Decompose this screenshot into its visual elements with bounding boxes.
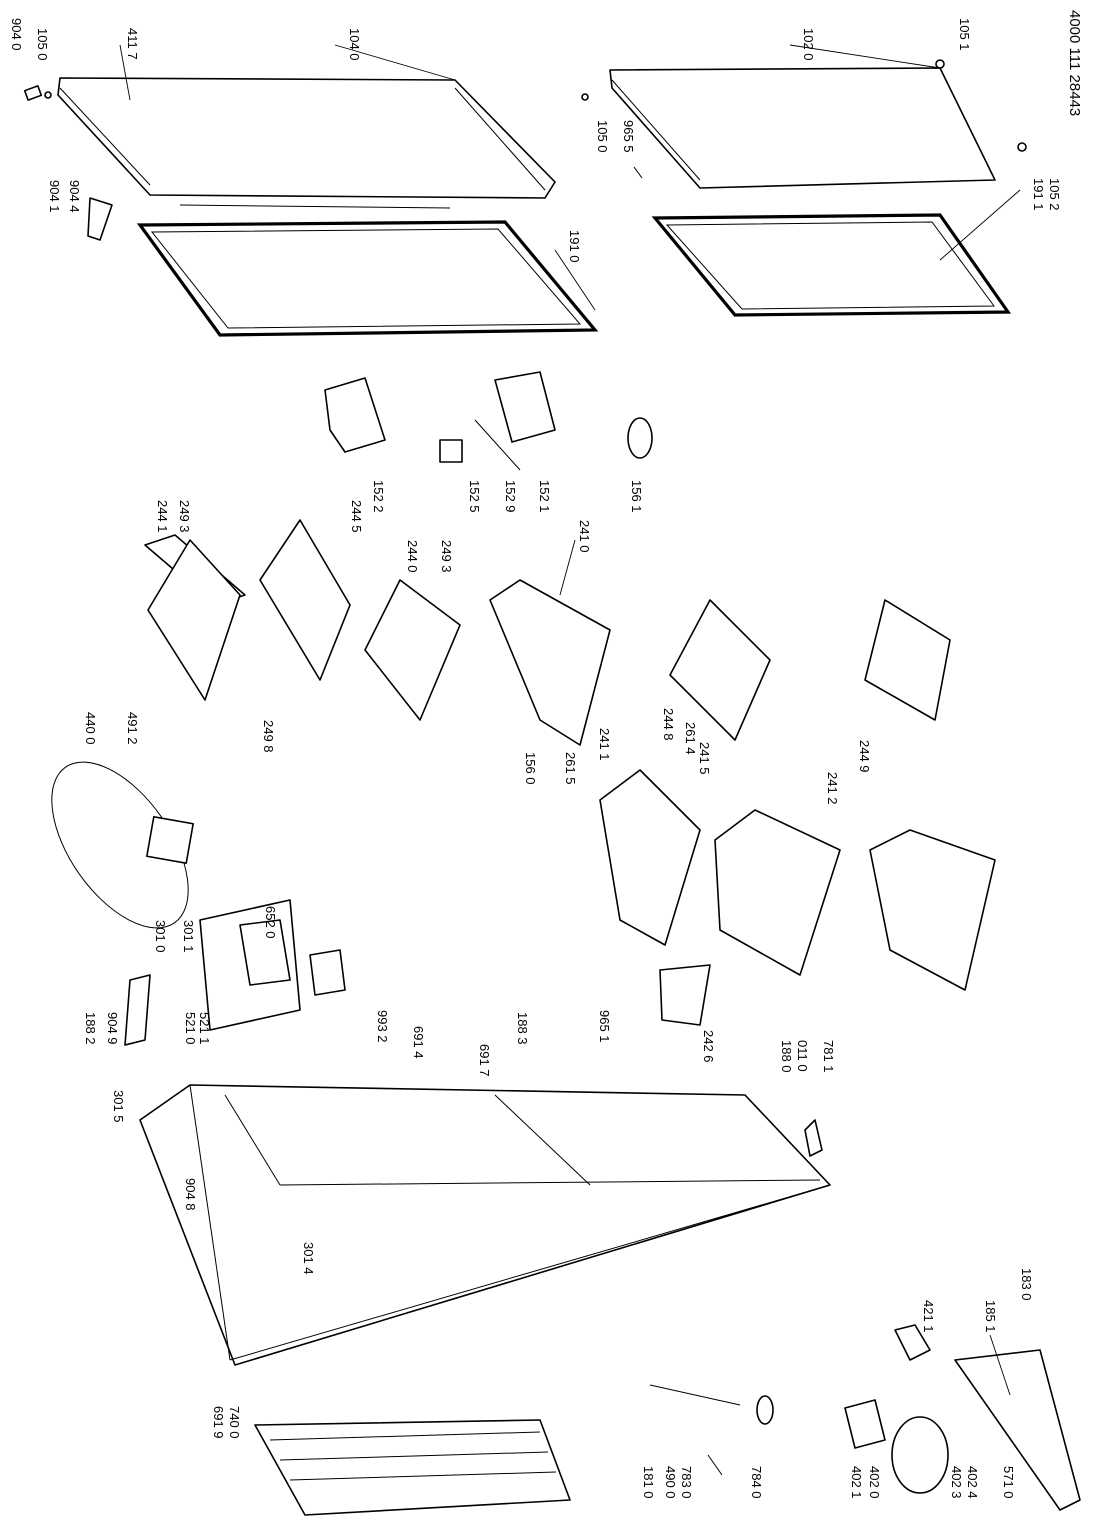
callout-label: 993 2 [375,1010,390,1043]
callout-label: 191 0 [567,230,582,263]
callout-label: 241 2 [825,772,840,805]
callout-label: 152 1 [537,480,552,513]
callout-label: 261 5 [563,752,578,785]
callout-label: 241 0 [577,520,592,553]
callout-label: 188 0 [779,1040,794,1073]
callout-label: 783 0 [679,1466,694,1499]
callout-label: 490 0 [663,1466,678,1499]
callout-label: 152 9 [503,480,518,513]
callout-label: 242 6 [701,1030,716,1063]
callout-label: 191 1 [1031,178,1046,211]
condenser-part [254,1419,571,1516]
callout-label: 152 2 [371,480,386,513]
callout-label: 402 3 [949,1466,964,1499]
callout-label: 105 0 [595,120,610,153]
callout-labels: 904 0 105 0 411 7 104 0 102 0 105 1 105 … [9,18,1062,1499]
callout-label: 244 9 [857,740,872,773]
callout-label: 183 0 [1019,1268,1034,1301]
cabinet-part [139,1084,831,1366]
callout-label: 105 1 [957,18,972,51]
callout-label: 421 1 [921,1300,936,1333]
callout-label: 904 8 [183,1178,198,1211]
callout-label: 104 0 [347,28,362,61]
compressor-part [844,1324,949,1494]
callout-label: 652 0 [263,906,278,939]
callout-label: 105 2 [1047,178,1062,211]
callout-label: 244 0 [405,540,420,573]
callout-label: 156 0 [523,752,538,785]
callout-label: 965 5 [621,120,636,153]
callout-label: 181 0 [641,1466,656,1499]
callout-label: 249 8 [261,720,276,753]
drawer-parts [489,579,996,1026]
leader-lines [119,44,1021,1396]
callout-label: 904 1 [47,180,62,213]
callout-label: 904 4 [67,180,82,213]
callout-label: 152 5 [467,480,482,513]
callout-label: 249 3 [439,540,454,573]
callout-label: 301 1 [181,920,196,953]
callout-label: 105 0 [35,28,50,61]
freezer-door-part [609,67,996,189]
callout-label: 904 0 [9,18,24,51]
fridge-door-gasket-part [136,220,599,337]
control-assembly-parts [51,761,346,1046]
callout-label: 301 4 [301,1242,316,1275]
callout-label: 784 0 [749,1466,764,1499]
callout-label: 249 3 [177,500,192,533]
callout-label: 781 1 [821,1040,836,1073]
callout-label: 402 1 [849,1466,864,1499]
callout-label: 402 4 [965,1466,980,1499]
callout-label: 244 8 [661,708,676,741]
callout-label: 156 1 [629,480,644,513]
callout-label: 185 1 [983,1300,998,1333]
callout-label: 301 5 [111,1090,126,1123]
base-plate-part [954,1349,1081,1511]
callout-label: 261 4 [683,722,698,755]
callout-label: 402 0 [867,1466,882,1499]
misc-small-parts [649,1119,823,1476]
fridge-door-part [57,77,556,209]
callout-label: 244 5 [349,500,364,533]
callout-label: 521 0 [183,1012,198,1045]
callout-label: 411 7 [125,28,140,60]
door-bin-parts [324,371,653,471]
callout-label: 691 4 [411,1026,426,1059]
callout-label: 301 0 [153,920,168,953]
callout-label: 740 0 [227,1406,242,1439]
top-hinge-parts [23,59,1027,241]
callout-label: 188 2 [83,1012,98,1045]
freezer-door-gasket-part [651,213,1012,317]
callout-label: 011 0 [795,1040,810,1072]
callout-label: 691 9 [211,1406,226,1439]
callout-label: 491 2 [125,712,140,745]
callout-label: 244 1 [155,500,170,533]
document-number: 4000 111 28443 [1066,10,1083,116]
callout-label: 521 1 [197,1012,212,1045]
callout-label: 102 0 [801,28,816,61]
callout-label: 965 1 [597,1010,612,1043]
glass-shelf-parts [144,519,951,741]
callout-label: 241 1 [597,728,612,761]
callout-label: 571 0 [1001,1466,1016,1499]
callout-label: 440 0 [83,712,98,745]
callout-label: 241 5 [697,742,712,775]
callout-label: 691 7 [477,1044,492,1077]
callout-label: 188 3 [515,1012,530,1045]
callout-label: 904 9 [105,1012,120,1045]
